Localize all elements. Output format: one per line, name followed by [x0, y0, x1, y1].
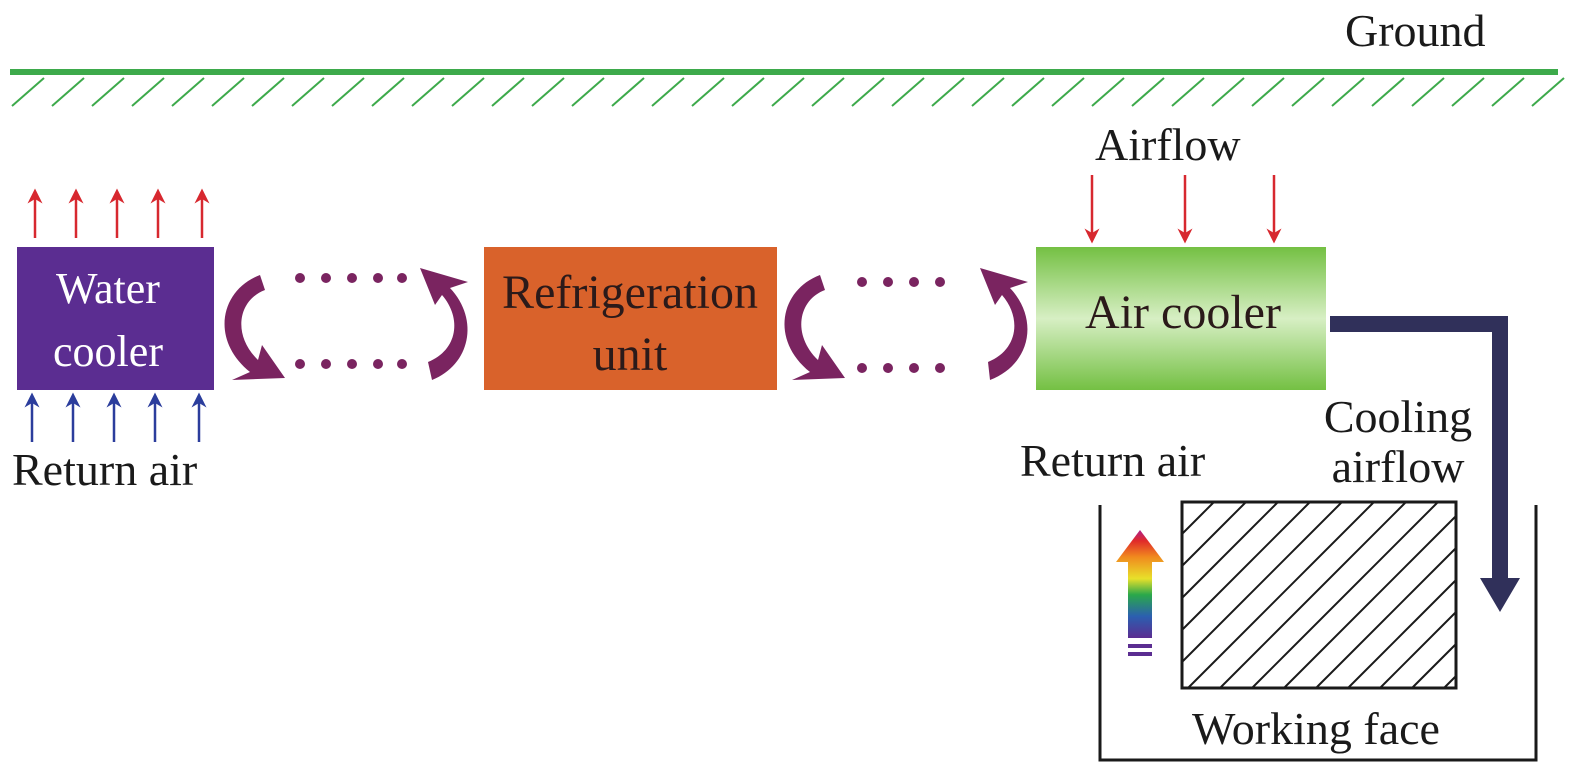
- working-face-label: Working face: [1192, 703, 1440, 754]
- air-cooler-box: [1036, 247, 1326, 390]
- working-face-hatch-mark: [1443, 675, 1457, 689]
- ground-hatch-mark: [931, 77, 965, 107]
- ground-hatch-mark: [1211, 77, 1245, 107]
- ground-hatch-mark: [571, 77, 605, 107]
- refrigeration-unit-label-2: unit: [593, 328, 668, 381]
- ground-hatch-mark: [91, 77, 125, 107]
- ground-hatch-mark: [1251, 77, 1285, 107]
- airflow-arrows: [1084, 175, 1282, 244]
- working-face-hatch-mark: [1187, 501, 1375, 689]
- working-face-hatch-mark: [1181, 501, 1311, 631]
- ground-hatch-mark: [491, 77, 525, 107]
- working-face-hatch-mark: [1251, 501, 1439, 689]
- ground-hatch-mark: [171, 77, 205, 107]
- ground-label: Ground: [1345, 5, 1486, 56]
- refrigerant-cycle-right: [784, 268, 1028, 380]
- air-cooler-label: Air cooler: [1085, 286, 1281, 339]
- ground-hatch-mark: [1451, 77, 1485, 107]
- ground-hatch-mark: [891, 77, 925, 107]
- ground-hatch-mark: [1331, 77, 1365, 107]
- ground-hatch-mark: [811, 77, 845, 107]
- working-face-hatch-mark: [1411, 643, 1457, 689]
- ground-hatch-mark: [51, 77, 85, 107]
- water-cooler-label-2: cooler: [53, 327, 163, 376]
- return-air-label-left: Return air: [12, 444, 197, 495]
- ground-hatch-mark: [451, 77, 485, 107]
- ground-hatch-mark: [1131, 77, 1165, 107]
- airflow-label: Airflow: [1095, 119, 1241, 170]
- ground-hatch-mark: [291, 77, 325, 107]
- ground-hatch-mark: [531, 77, 565, 107]
- ground-hatch-mark: [11, 77, 45, 107]
- working-face-hatch: [1181, 501, 1457, 689]
- working-face-hatch-mark: [1181, 501, 1247, 567]
- ground-hatch-mark: [731, 77, 765, 107]
- ground-hatch-mark: [411, 77, 445, 107]
- ground-hatch-mark: [251, 77, 285, 107]
- cooling-airflow-arrow: [1330, 316, 1520, 612]
- ground-hatch-mark: [691, 77, 725, 107]
- working-face-block: [1180, 500, 1458, 690]
- working-face-hatch-mark: [1181, 501, 1279, 599]
- ground-hatch-mark: [1531, 77, 1565, 107]
- working-face-enclosure: [1098, 505, 1538, 762]
- working-face-hatch-mark: [1181, 501, 1215, 535]
- water-cooler-label-1: Water: [56, 264, 160, 313]
- ground-hatch-mark: [851, 77, 885, 107]
- cooling-airflow-label-2: airflow: [1332, 441, 1466, 492]
- ground-hatch-mark: [971, 77, 1005, 107]
- return-air-rainbow-arrow: [1116, 530, 1164, 656]
- ground-hatch-mark: [371, 77, 405, 107]
- ground-hatch-mark: [211, 77, 245, 107]
- return-air-label-right: Return air: [1020, 435, 1205, 486]
- hot-air-arrows: [27, 188, 210, 238]
- ground-hatch-mark: [1011, 77, 1045, 107]
- ground-hatch-mark: [1091, 77, 1125, 107]
- ground-hatch-mark: [1051, 77, 1085, 107]
- ground-hatch-mark: [1371, 77, 1405, 107]
- ground-hatch-mark: [611, 77, 645, 107]
- working-face-hatch-mark: [1315, 547, 1457, 689]
- ground-hatch-mark: [331, 77, 365, 107]
- ground-hatch-mark: [771, 77, 805, 107]
- cooling-airflow-label-1: Cooling: [1324, 391, 1472, 442]
- ground-hatch-mark: [651, 77, 685, 107]
- working-face-hatch-mark: [1379, 611, 1457, 689]
- working-face-hatch-mark: [1347, 579, 1457, 689]
- working-face-hatch-mark: [1283, 515, 1457, 689]
- ground-hatch-mark: [1171, 77, 1205, 107]
- water-cooler-box: [17, 247, 214, 390]
- working-face-hatch-mark: [1219, 501, 1407, 689]
- ground-hatch-mark: [131, 77, 165, 107]
- ground-hatch-mark: [1411, 77, 1445, 107]
- working-face-hatch-mark: [1181, 501, 1343, 663]
- refrigeration-unit-label-1: Refrigeration: [502, 266, 758, 319]
- refrigeration-unit-box: [484, 247, 777, 390]
- ground-hatch: [11, 77, 1565, 107]
- return-air-arrows-left: [24, 392, 207, 442]
- ground-hatch-mark: [1491, 77, 1525, 107]
- refrigerant-cycle-left: [224, 268, 468, 380]
- ground-hatch-mark: [1291, 77, 1325, 107]
